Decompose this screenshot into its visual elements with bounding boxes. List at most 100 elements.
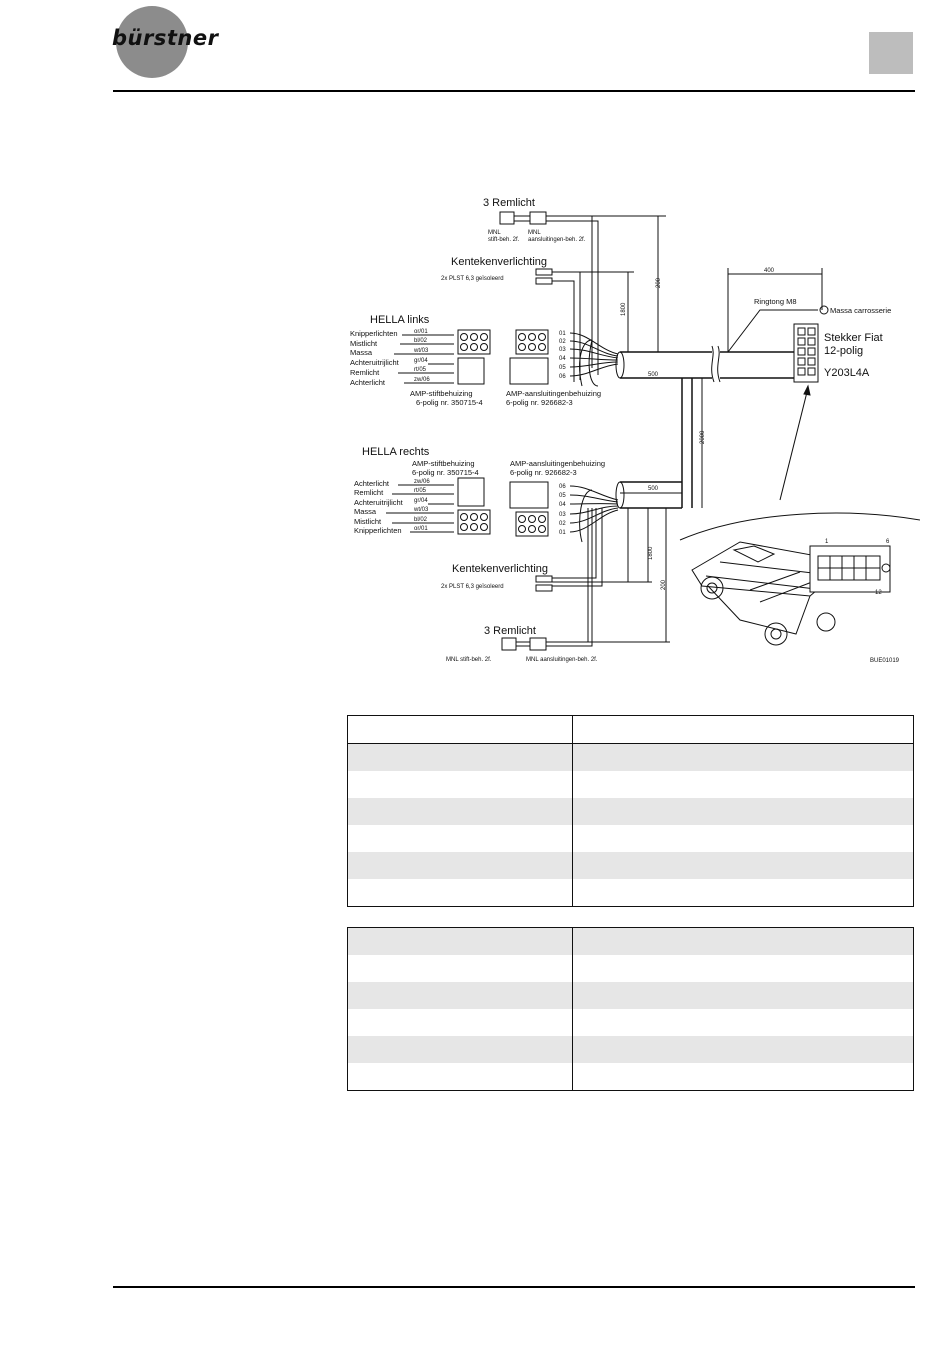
table-row [347,927,914,955]
dim-1800-top: 1800 [621,302,627,316]
top-wire-code-1: or/01 [414,329,428,335]
bottom-amp-socket-label-1: AMP-aansluitingenbehuizing [510,459,605,468]
table-row [347,982,914,1009]
inset-callout-12: 12 [875,590,882,596]
inset-callout-6: 6 [886,539,890,545]
table-cell [347,825,573,852]
bottom-amp-pin-label-1: AMP-stiftbehuizing [412,459,475,468]
table-cell [347,879,573,907]
top-light-4: Achteruitrijlicht [350,358,400,367]
table-cell [347,798,573,825]
top-light-6: Achterlicht [350,378,386,387]
bottom-plst-connector-1 [535,575,553,583]
top-pin-3: 03 [559,347,566,353]
bottom-plst-connector-2 [535,584,553,592]
bottom-wire-code-4: wt/03 [413,507,429,513]
top-hella-title: HELLA links [370,314,430,326]
table-row [347,771,914,798]
top-remlicht-title: 3 Remlicht [483,197,535,209]
table-row [347,743,914,771]
table-row [347,879,914,907]
bottom-pin-1: 06 [559,484,566,490]
top-plst-connector-1 [535,268,553,276]
bottom-pin-2: 05 [559,493,566,499]
table-cell [347,927,573,955]
top-amp-pin-label-1: AMP-stiftbehuizing [410,389,473,398]
bottom-wire-code-3: gr/04 [414,498,428,504]
bottom-mnl-left: MNL stift-beh. 2f. [446,657,492,663]
table-row [347,715,914,744]
table-cell [347,1063,573,1091]
bottom-light-4: Massa [354,507,377,516]
top-mnl-pin-connector [499,211,515,225]
bottom-light-6: Knipperlichten [354,526,402,535]
top-wire-codes: or/01 bl/02 wt/03 gr/04 rt/05 zw/06 [413,329,430,383]
chassis-illustration [691,541,852,646]
table-cell [347,1009,573,1036]
top-mnl-socket-connector [529,211,547,225]
massa-label: Massa carrosserie [830,306,891,315]
top-amp-socket-body [509,357,549,385]
bottom-pin-3: 04 [559,502,566,508]
bottom-mnl-pin-connector [501,637,517,651]
top-pin-5: 05 [559,365,566,371]
table-cell [347,1036,573,1063]
top-amp-socket-label-1: AMP-aansluitingenbehuizing [506,389,601,398]
table-row [347,798,914,825]
footer-rule [113,1286,915,1288]
table-row [347,825,914,852]
wiring-diagram: 3 Remlicht MNL stift-beh. 2f. MNL aanslu… [350,197,920,664]
bottom-remlicht-title: 3 Remlicht [484,625,536,637]
top-light-5: Remlicht [350,368,380,377]
bottom-amp-pin-body [457,477,485,507]
bottom-wire-codes: zw/06 rt/05 gr/04 wt/03 bl/02 or/01 [413,479,430,532]
table-cell [347,852,573,879]
table-row [347,1009,914,1036]
bottom-hella-title: HELLA rechts [362,446,430,458]
bottom-light-2: Remlicht [354,488,384,497]
table-row [347,1036,914,1063]
logo-circle [116,6,188,78]
bottom-pin-6: 01 [559,530,566,536]
table-cell [573,825,914,852]
top-light-1: Knipperlichten [350,329,398,338]
bottom-pin-4: 03 [559,512,566,518]
dim-500-bottom: 500 [648,486,659,492]
bottom-amp-pin-label-2: 6-polig nr. 350715-4 [412,468,479,477]
inset-connector-detail [809,545,891,593]
table-cell [572,715,914,744]
top-mnl-right-2: aansluitingen-beh. 2f. [528,237,586,243]
top-wire-code-3: wt/03 [413,348,429,354]
bottom-wire-code-6: or/01 [414,526,428,532]
top-amp-pin-body [457,357,485,385]
table-cell [347,982,573,1009]
table-cell [573,1009,914,1036]
top-amp-socket-label-2: 6-polig nr. 926682-3 [506,398,573,407]
table-cell [347,715,573,744]
header-rule [113,90,915,92]
top-light-labels: Knipperlichten Mistlicht Massa Achteruit… [350,329,400,387]
table-cell [573,955,914,982]
top-light-2: Mistlicht [350,339,378,348]
top-pin-numbers: 01 02 03 04 05 06 [559,331,566,380]
wire-table-1 [347,715,914,907]
ringtong-label: Ringtong M8 [754,297,797,306]
bottom-mnl-right: MNL aansluitingen-beh. 2f. [526,657,598,663]
dim-2000: 2000 [700,430,706,444]
table-cell [572,982,914,1009]
top-plst-connector-2 [535,277,553,285]
top-mnl-left-2: stift-beh. 2f. [488,237,520,243]
table-cell [572,852,914,879]
top-pin-4: 04 [559,356,566,362]
bottom-wire-code-5: bl/02 [414,517,428,523]
top-wire-code-2: bl/02 [414,338,428,344]
dim-200-top: 200 [656,277,662,288]
table-cell [347,771,573,798]
top-mnl-right-1: MNL [528,230,541,236]
bottom-light-labels: Achterlicht Remlicht Achteruitrijlicht M… [354,479,404,535]
top-mnl-left-1: MNL [488,230,501,236]
burstner-logo: bürstner [112,4,240,78]
bottom-light-3: Achteruitrijlicht [354,498,404,507]
top-wire-code-6: zw/06 [414,377,430,383]
table-cell [572,1036,914,1063]
